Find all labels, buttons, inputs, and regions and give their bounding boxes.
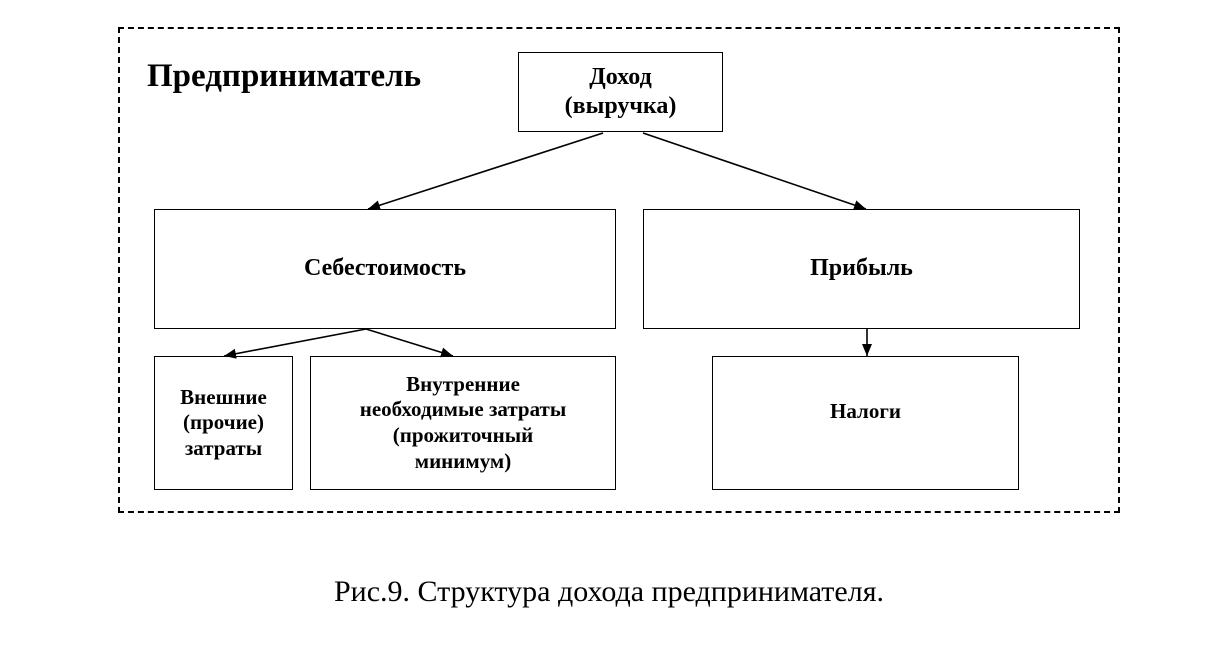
profit-label: Прибыль — [810, 255, 913, 282]
income-label: Доход (выручка) — [564, 63, 677, 119]
arrow-cost-to-internal — [365, 328, 454, 358]
entrepreneur-boundary — [118, 27, 1120, 513]
arrow-income-to-profit — [642, 132, 867, 210]
taxes-label: Налоги — [830, 399, 901, 424]
external-costs-node: Внешние (прочие) затраты — [154, 356, 293, 490]
profit-node: Прибыль — [643, 209, 1080, 329]
arrow-income-to-cost — [367, 132, 604, 211]
internal-costs-label: Внутренние необходимые затраты (прожиточ… — [359, 371, 567, 473]
diagram-title: Предприниматель — [147, 58, 422, 94]
arrow-cost-to-external — [223, 328, 367, 359]
figure-caption: Рис.9. Структура дохода предпринимателя. — [333, 575, 885, 608]
taxes-node: Налоги — [712, 356, 1019, 490]
income-node: Доход (выручка) — [518, 52, 723, 132]
cost-node: Себестоимость — [154, 209, 616, 329]
cost-label: Себестоимость — [303, 255, 467, 282]
internal-costs-node: Внутренние необходимые затраты (прожиточ… — [310, 356, 616, 490]
external-costs-label: Внешние (прочие) затраты — [180, 384, 267, 460]
